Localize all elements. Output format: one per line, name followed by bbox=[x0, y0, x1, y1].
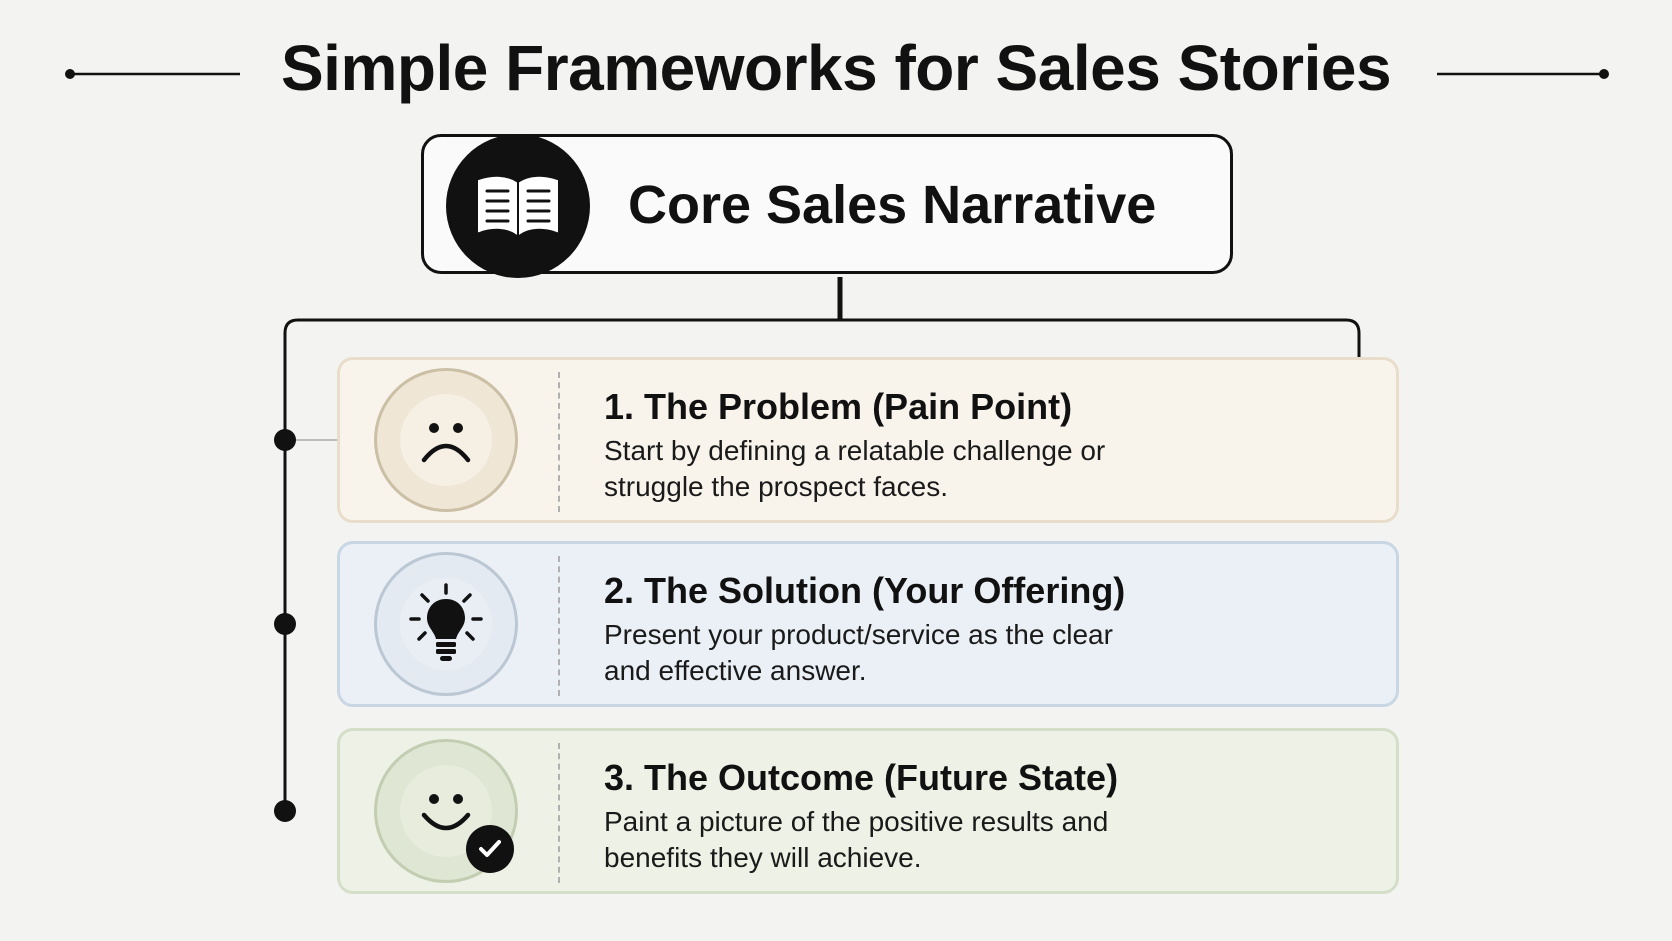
step-title: 3. The Outcome (Future State) bbox=[604, 757, 1119, 798]
node-dot-solution bbox=[274, 613, 296, 635]
core-narrative-label: Core Sales Narrative bbox=[628, 175, 1157, 235]
step-title: 2. The Solution (Your Offering) bbox=[604, 570, 1126, 611]
open-book-icon bbox=[446, 134, 590, 278]
step-description: Present your product/service as the clea… bbox=[604, 619, 1113, 686]
card-divider bbox=[558, 372, 560, 512]
card-divider bbox=[558, 743, 560, 883]
sad-face-icon bbox=[421, 423, 471, 463]
node-dot-outcome bbox=[274, 800, 296, 822]
checkmark-icon bbox=[466, 825, 514, 873]
step-description: Start by defining a relatable challenge … bbox=[604, 435, 1106, 502]
step-card-outcome: 3. The Outcome (Future State) Paint a pi… bbox=[337, 728, 1399, 894]
solution-icon-badge bbox=[374, 552, 518, 696]
step-title: 1. The Problem (Pain Point) bbox=[604, 386, 1073, 427]
node-dot-problem bbox=[274, 429, 296, 451]
page-title: Simple Frameworks for Sales Stories bbox=[280, 32, 1392, 104]
smiley-face-icon bbox=[421, 794, 471, 831]
step-description: Paint a picture of the positive results … bbox=[604, 806, 1109, 873]
card-divider bbox=[558, 556, 560, 696]
problem-icon-badge bbox=[374, 368, 518, 512]
step-card-problem: 1. The Problem (Pain Point) Start by def… bbox=[337, 357, 1399, 523]
step-card-solution: 2. The Solution (Your Offering) Present … bbox=[337, 541, 1399, 707]
lightbulb-icon bbox=[409, 583, 483, 661]
